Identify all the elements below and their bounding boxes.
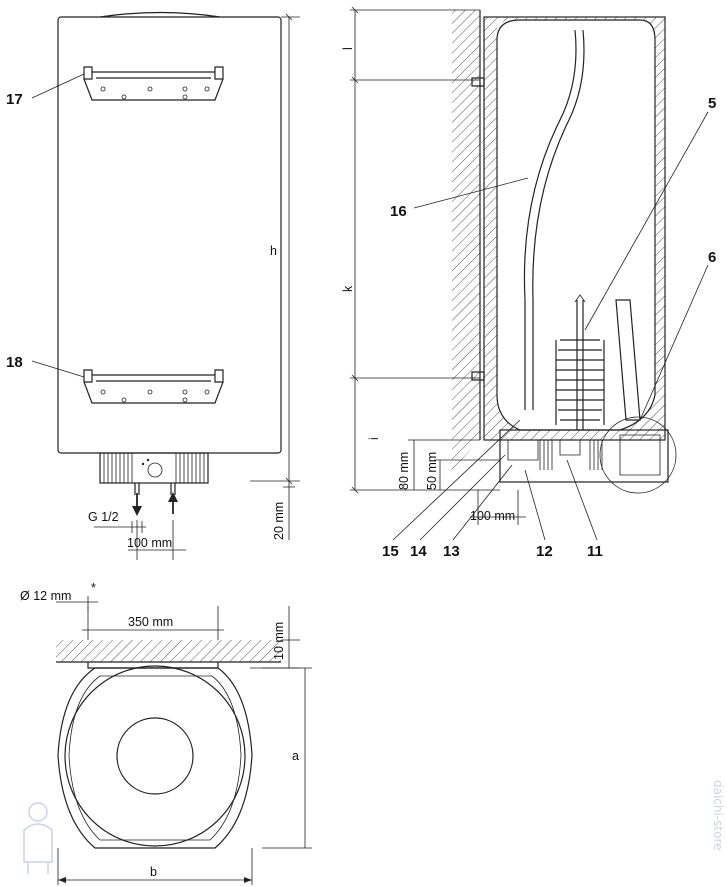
leader-6 [639,264,709,421]
dim-asterisk: * [91,581,96,595]
front-view [31,11,300,560]
callout-13: 13 [443,543,460,560]
leader-12 [524,469,546,541]
inner-tank [496,19,656,431]
top-view [56,596,312,885]
dim-diameter-12mm: Ø 12 mm [20,589,71,603]
leader-18 [31,360,85,378]
leader-5 [584,111,709,331]
leader-11 [566,459,598,541]
callout-labels: 17 18 16 5 6 15 14 13 12 11 [6,91,716,560]
dim-20mm: 20 mm [272,502,286,540]
dim-i: i [367,437,381,440]
control-box [99,452,209,484]
hot-water-pipe [523,29,585,410]
callout-16: 16 [390,203,407,220]
dim-g12: G 1/2 [88,510,119,524]
wall-top-hatch [56,640,281,662]
mascot-logo [23,802,53,874]
callout-5: 5 [708,95,716,112]
leader-15 [392,419,521,541]
section-view [350,6,709,541]
dim-l: l [341,47,355,50]
inner-ring [116,717,194,795]
tank-body-front [57,16,282,454]
callout-15: 15 [382,543,399,560]
heating-element [555,339,605,425]
callout-6: 6 [708,249,716,266]
leader-13 [452,464,513,541]
insulation-hatch [484,17,665,440]
dim-100mm-left: 100 mm [127,536,172,550]
dim-b: b [150,865,157,879]
dim-h: h [270,244,277,258]
dim-80mm: 80 mm [397,452,411,490]
lower-bracket [83,369,224,404]
watermark: daichi-store [23,780,725,874]
upper-bracket [83,66,224,101]
detail-circle [599,416,677,494]
callout-14: 14 [410,543,427,560]
callout-12: 12 [536,543,553,560]
leader-17 [31,73,85,99]
dim-350mm: 350 mm [128,615,173,629]
leader-16 [413,177,529,209]
anode-rod [576,300,584,430]
watermark-text: daichi-store [711,780,725,851]
outer-ring [64,665,246,847]
bottom-housing [499,429,669,483]
dim-100mm-right: 100 mm [470,509,515,523]
wall-hatch [452,10,480,470]
body-outline [57,667,253,849]
top-cap [99,11,221,18]
outer-casing [483,16,666,441]
callout-11: 11 [587,543,603,560]
dimension-labels: h 20 mm G 1/2 100 mm l k i 80 mm 50 mm 1… [20,47,515,879]
dim-50mm: 50 mm [425,452,439,490]
leader-14 [419,454,506,541]
callout-17: 17 [6,91,23,108]
thermostat-sleeve [615,299,641,421]
dim-k: k [341,285,355,292]
dim-10mm: 10 mm [272,622,286,660]
dim-a: a [292,749,299,763]
callout-18: 18 [6,354,23,371]
